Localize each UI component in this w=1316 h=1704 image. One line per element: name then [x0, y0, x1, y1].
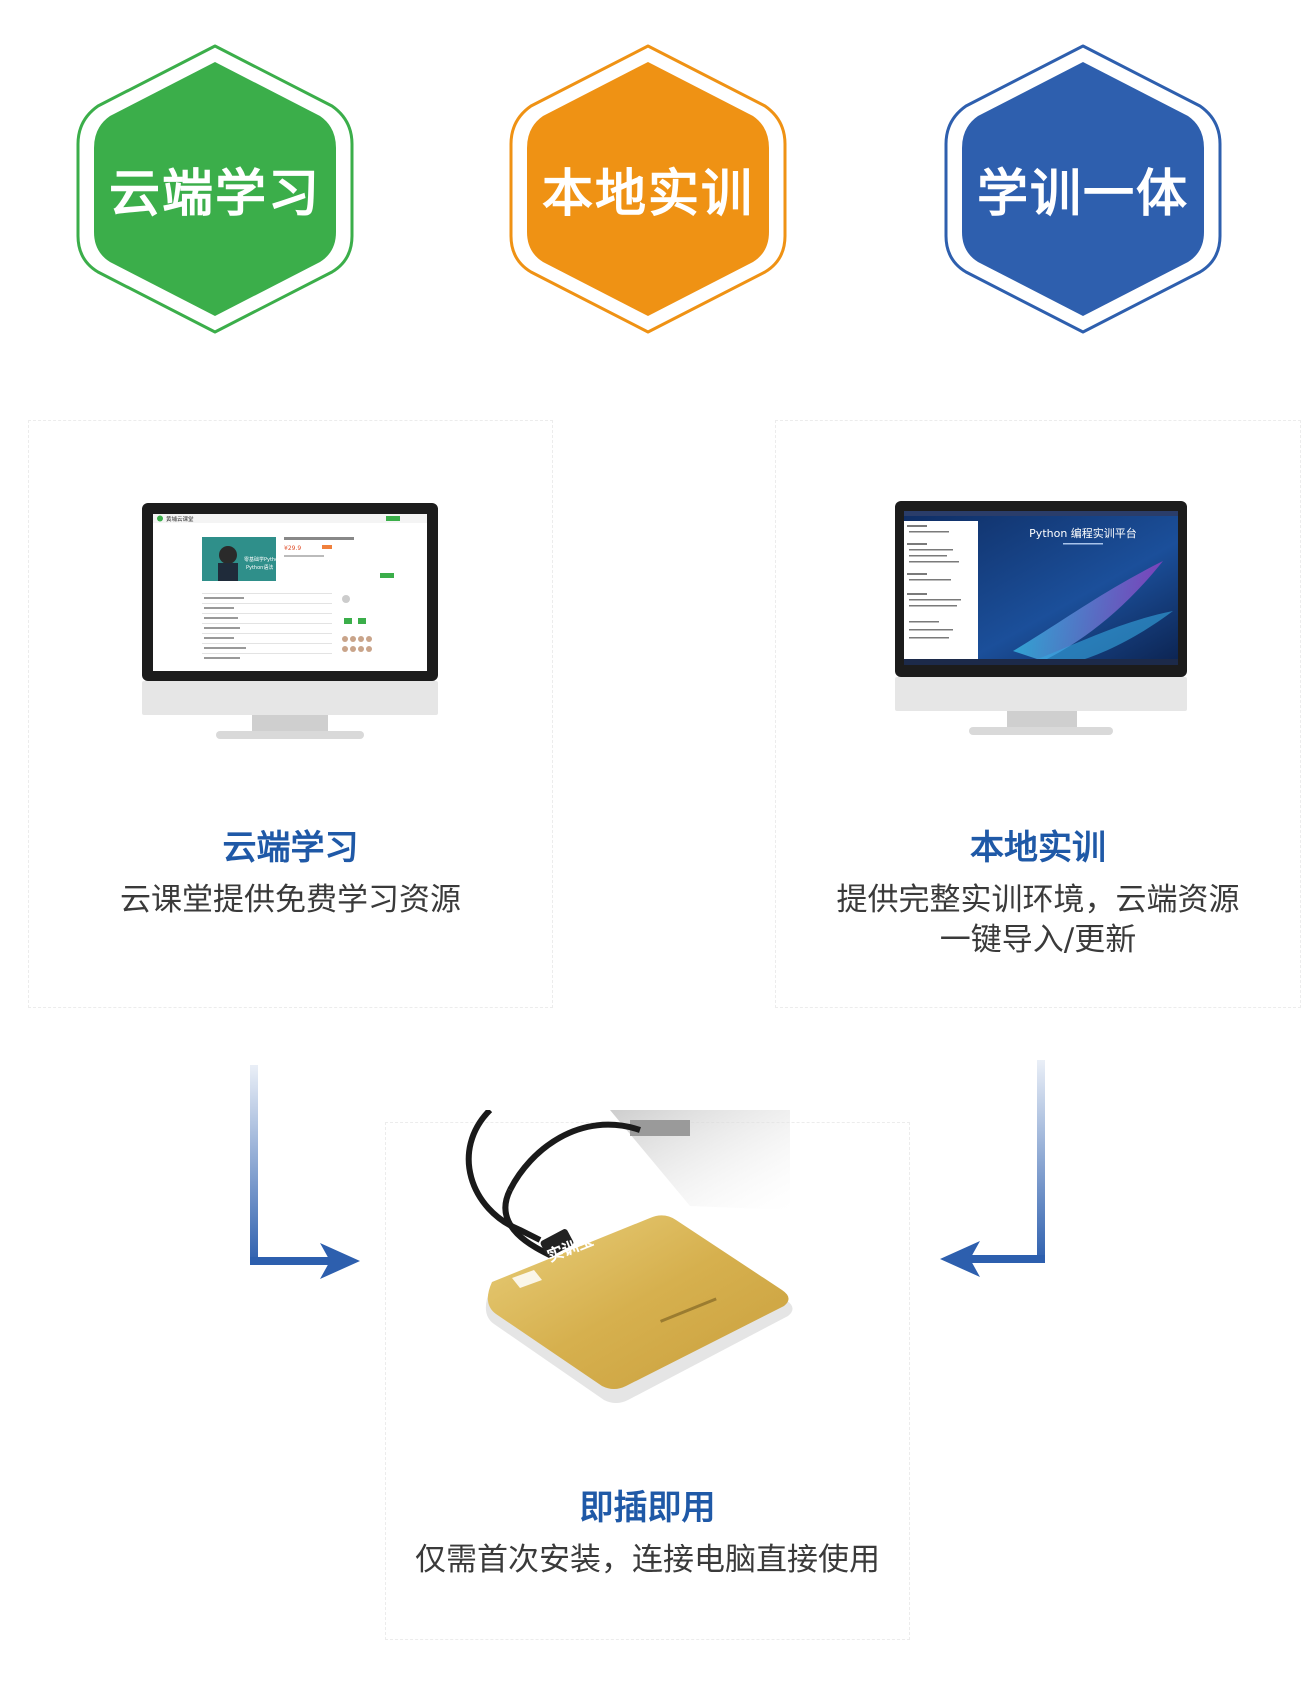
arrow-right-connector-icon — [940, 1060, 1045, 1277]
badge-integrated: 学训一体 — [938, 40, 1228, 338]
screen-logo: 黄埔云课堂 — [166, 515, 194, 523]
feature-desc-local-line1: 提供完整实训环境，云端资源 — [836, 882, 1240, 918]
monitor-cloud: 黄埔云课堂 零基础学Python Python语法 ¥29.9 — [142, 503, 438, 739]
badge-label: 学训一体 — [976, 165, 1189, 224]
usb-drive-image: 实训宝 — [465, 1110, 793, 1403]
badge-cloud-learning: 云端学习 — [70, 40, 360, 338]
feature-desc-local-line2: 一键导入/更新 — [939, 922, 1137, 958]
feature-title-plug: 即插即用 — [579, 1488, 716, 1528]
arrow-left-connector-icon — [250, 1065, 360, 1279]
badge-local-training: 本地实训 — [503, 40, 793, 338]
hexagon-orange-icon — [509, 44, 787, 334]
feature-desc-cloud: 云课堂提供免费学习资源 — [120, 882, 461, 918]
feature-title-cloud: 云端学习 — [222, 828, 359, 868]
screen-course-line1: 零基础学Python — [244, 556, 281, 563]
screen-course-line2: Python语法 — [246, 564, 273, 571]
panel-cloud — [28, 420, 553, 1008]
feature-desc-plug: 仅需首次安装，连接电脑直接使用 — [415, 1542, 880, 1578]
feature-title-local: 本地实训 — [970, 828, 1106, 868]
badge-label: 本地实训 — [541, 165, 754, 224]
screen-price: ¥29.9 — [284, 545, 301, 552]
badge-label: 云端学习 — [108, 165, 321, 224]
hexagon-green-icon — [76, 44, 354, 334]
monitor-local: Python 编程实训平台 — [895, 501, 1187, 735]
panel-local — [775, 420, 1301, 1008]
screen-title: Python 编程实训平台 — [1029, 526, 1137, 540]
hexagon-blue-icon — [944, 44, 1222, 334]
